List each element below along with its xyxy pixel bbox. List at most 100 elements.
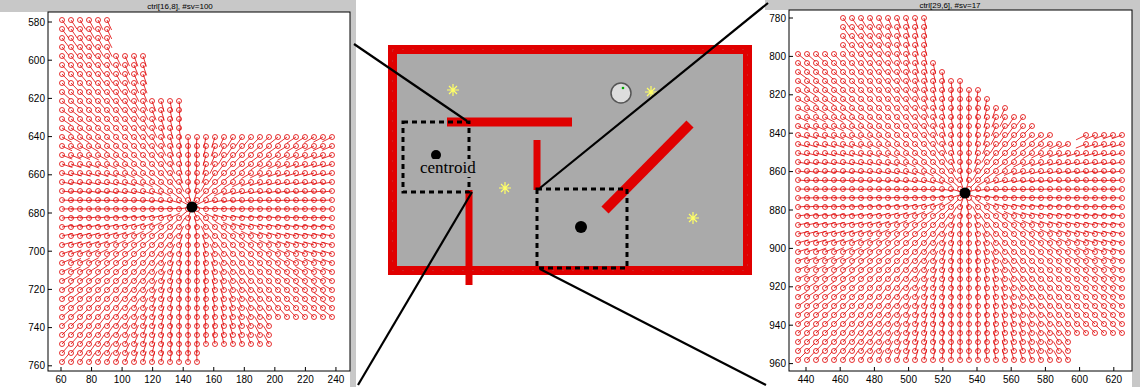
tick-mark	[48, 60, 52, 61]
x-tick-label: 60	[55, 374, 66, 385]
tick-mark	[335, 367, 336, 371]
tick-mark	[48, 174, 52, 175]
y-tick-label: 700	[28, 246, 45, 257]
figure-bar	[0, 0, 356, 12]
tick-mark	[789, 94, 793, 95]
field-samples	[796, 16, 1125, 363]
tick-mark	[789, 363, 793, 364]
tick-mark	[789, 248, 793, 249]
centroid-label: centroid	[419, 159, 477, 177]
x-tick-label: 460	[832, 374, 849, 385]
wall	[534, 140, 541, 190]
tick-mark	[977, 367, 978, 371]
x-tick-label: 240	[328, 374, 345, 385]
x-tick-label: 560	[1003, 374, 1020, 385]
x-tick-label: 220	[297, 374, 314, 385]
y-tick-label: 900	[769, 243, 786, 254]
y-tick-label: 940	[769, 320, 786, 331]
tick-mark	[244, 367, 245, 371]
tick-mark	[274, 367, 275, 371]
field-samples	[60, 18, 335, 365]
tick-mark	[48, 98, 52, 99]
centroid-dot	[575, 221, 587, 233]
vector-field	[60, 18, 335, 365]
tick-mark	[874, 367, 875, 371]
tick-mark	[1045, 367, 1046, 371]
x-tick-label: 620	[1106, 374, 1123, 385]
tick-mark	[1011, 367, 1012, 371]
tick-mark	[806, 367, 807, 371]
tick-mark	[789, 171, 793, 172]
tick-mark	[789, 18, 793, 19]
tick-mark	[48, 136, 52, 137]
region-box	[537, 189, 627, 268]
tick-mark	[840, 367, 841, 371]
tick-mark	[789, 210, 793, 211]
plot-axes	[789, 10, 1132, 371]
robot-mark	[622, 87, 625, 90]
y-tick-label: 760	[28, 360, 45, 371]
x-tick-label: 580	[1037, 374, 1054, 385]
x-tick-label: 160	[205, 374, 222, 385]
centroid-dot	[960, 188, 971, 199]
x-tick-label: 480	[866, 374, 883, 385]
y-tick-label: 720	[28, 284, 45, 295]
tick-mark	[48, 289, 52, 290]
y-tick-label: 860	[769, 166, 786, 177]
tick-mark	[61, 367, 62, 371]
tick-mark	[942, 367, 943, 371]
y-tick-label: 800	[769, 51, 786, 62]
tick-mark	[152, 367, 153, 371]
centroid-dot	[187, 202, 198, 213]
tick-mark	[48, 251, 52, 252]
vector-fields	[60, 16, 1125, 365]
tick-mark	[122, 367, 123, 371]
y-tick-label: 620	[28, 93, 45, 104]
x-tick-label: 440	[798, 374, 815, 385]
x-tick-label: 100	[114, 374, 131, 385]
y-tick-label: 640	[28, 131, 45, 142]
tick-mark	[213, 367, 214, 371]
tick-mark	[48, 213, 52, 214]
y-tick-label: 740	[28, 322, 45, 333]
x-tick-label: 120	[144, 374, 161, 385]
x-tick-label: 540	[969, 374, 986, 385]
tick-mark	[1079, 367, 1080, 371]
tick-mark	[1113, 367, 1114, 371]
y-tick-label: 840	[769, 128, 786, 139]
y-tick-label: 660	[28, 169, 45, 180]
plot-title: ctrl[29,6], #sv=17	[919, 1, 980, 10]
vector-field	[796, 16, 1125, 363]
x-tick-label: 520	[935, 374, 952, 385]
tick-mark	[908, 367, 909, 371]
plot-title: ctrl[16,8], #sv=100	[147, 2, 213, 11]
tick-mark	[789, 325, 793, 326]
wall	[466, 190, 473, 285]
zoom-lines	[354, 3, 768, 385]
x-tick-label: 140	[175, 374, 192, 385]
tick-mark	[48, 22, 52, 23]
robot	[611, 83, 631, 103]
y-tick-label: 820	[769, 89, 786, 100]
tick-mark	[789, 56, 793, 57]
wall	[605, 124, 690, 210]
tick-mark	[789, 133, 793, 134]
tick-mark	[183, 367, 184, 371]
tick-mark	[789, 286, 793, 287]
y-tick-label: 680	[28, 208, 45, 219]
tick-mark	[91, 367, 92, 371]
tick-mark	[305, 367, 306, 371]
region-box	[403, 122, 469, 192]
axis-ticks	[48, 18, 1114, 371]
figure-bar	[1132, 0, 1140, 387]
y-tick-label: 780	[769, 13, 786, 24]
y-tick-label: 880	[769, 205, 786, 216]
y-tick-label: 580	[28, 17, 45, 28]
y-tick-label: 920	[769, 281, 786, 292]
x-tick-label: 500	[900, 374, 917, 385]
tick-mark	[48, 365, 52, 366]
x-tick-label: 600	[1071, 374, 1088, 385]
y-tick-label: 960	[769, 358, 786, 369]
